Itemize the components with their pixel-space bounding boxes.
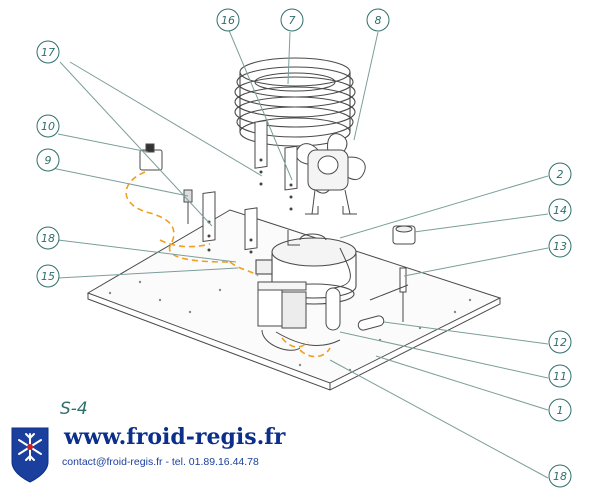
electrical-wiring bbox=[125, 171, 331, 358]
callout-number: 18 bbox=[41, 232, 55, 245]
callout-number: 8 bbox=[375, 14, 382, 27]
callout-c8: 8 bbox=[366, 8, 390, 32]
callout-c10: 10 bbox=[36, 114, 60, 138]
callout-circle bbox=[548, 364, 572, 388]
callout-circle bbox=[548, 464, 572, 488]
callout-c2: 2 bbox=[548, 162, 572, 186]
electrical-box bbox=[257, 281, 307, 329]
callout-number: 13 bbox=[553, 240, 567, 253]
pressure-switch bbox=[392, 225, 416, 245]
condenser-fan bbox=[295, 133, 366, 215]
callout-circle bbox=[548, 330, 572, 354]
snowflake-shield-logo bbox=[11, 427, 49, 483]
callout-circle bbox=[280, 8, 304, 32]
callout-c17: 17 bbox=[36, 40, 60, 64]
callout-number: 11 bbox=[553, 370, 567, 383]
callout-number: 18 bbox=[553, 470, 567, 483]
callout-circle bbox=[548, 398, 572, 422]
callout-circle bbox=[36, 114, 60, 138]
callout-number: 7 bbox=[289, 14, 296, 27]
callout-c7: 7 bbox=[280, 8, 304, 32]
callout-number: 1 bbox=[557, 404, 564, 417]
callout-circle bbox=[548, 234, 572, 258]
callout-circle bbox=[36, 226, 60, 250]
contact-info: contact@froid-regis.fr - tel. 01.89.16.4… bbox=[62, 456, 259, 468]
callout-number: 12 bbox=[553, 336, 567, 349]
callout-c13: 13 bbox=[548, 234, 572, 258]
callout-c14: 14 bbox=[548, 198, 572, 222]
callout-c15: 15 bbox=[36, 264, 60, 288]
callout-number: 9 bbox=[45, 154, 52, 167]
callout-c12: 12 bbox=[548, 330, 572, 354]
callout-number: 15 bbox=[41, 270, 55, 283]
refrigerant-piping bbox=[261, 230, 351, 351]
callout-circle bbox=[216, 8, 240, 32]
callout-number: 10 bbox=[41, 120, 55, 133]
callout-c18b: 18 bbox=[548, 464, 572, 488]
callout-c1: 1 bbox=[548, 398, 572, 422]
callout-c9: 9 bbox=[36, 148, 60, 172]
callout-leaders bbox=[51, 27, 549, 479]
callout-c16: 16 bbox=[216, 8, 240, 32]
callout-circle bbox=[548, 198, 572, 222]
figure-label: S-4 bbox=[60, 399, 88, 419]
mounting-rails bbox=[202, 119, 298, 254]
callout-circle bbox=[366, 8, 390, 32]
service-valve bbox=[369, 267, 409, 322]
callout-circle bbox=[548, 162, 572, 186]
callout-number: 17 bbox=[41, 46, 55, 59]
callout-c11: 11 bbox=[548, 364, 572, 388]
callout-number: 16 bbox=[221, 14, 235, 27]
callout-number: 14 bbox=[553, 204, 567, 217]
condenser-coil bbox=[234, 57, 356, 147]
callout-circle bbox=[36, 40, 60, 64]
callout-number: 2 bbox=[557, 168, 564, 181]
callout-c18a: 18 bbox=[36, 226, 60, 250]
website-link[interactable]: www.froid-regis.fr bbox=[64, 424, 286, 450]
liquid-receiver bbox=[325, 287, 385, 331]
callout-circle bbox=[36, 148, 60, 172]
callout-circle bbox=[36, 264, 60, 288]
